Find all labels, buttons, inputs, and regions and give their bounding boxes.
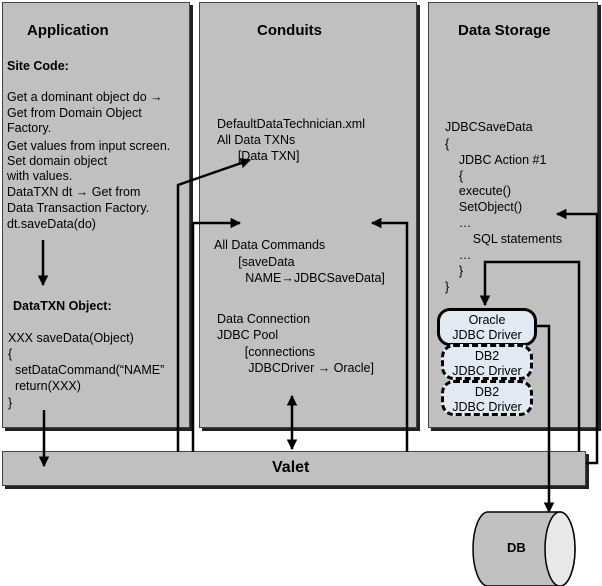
application-panel: [2, 2, 190, 428]
storage-code-line: }: [445, 264, 464, 278]
arrow-oracle-to-db: [537, 324, 555, 514]
arrow-valet-to-datatxn: [176, 158, 251, 452]
db2-driver-box: DB2 JDBC Driver: [441, 344, 533, 380]
storage-code-line: SQL statements: [445, 232, 562, 246]
site-code-line: Data Transaction Factory.: [7, 201, 150, 215]
driver-name: Oracle: [468, 313, 506, 327]
storage-code-line: JDBCSaveData: [445, 120, 533, 134]
application-title: Application: [27, 22, 109, 39]
driver-type: JDBC Driver: [452, 400, 522, 414]
conduit-conn-line: JDBCDriver → Oracle]: [217, 361, 374, 375]
storage-code-line: execute(): [445, 184, 511, 198]
valet-label: Valet: [272, 459, 310, 476]
datatxn-line: XXX saveData(Object): [8, 331, 134, 345]
site-code-line: dt.saveData(do): [7, 217, 96, 231]
driver-name: DB2: [474, 349, 500, 363]
oracle-driver-box: Oracle JDBC Driver: [437, 308, 537, 346]
datatxn-line: {: [8, 347, 13, 361]
valet-bar: [2, 451, 586, 486]
site-code-line: with values.: [7, 169, 73, 183]
storage-code-line: {: [445, 169, 464, 183]
datatxn-line: }: [8, 396, 13, 410]
site-code-heading: Site Code:: [7, 59, 69, 73]
arrow-valet-to-storage: [555, 208, 599, 465]
driver-type: JDBC Driver: [452, 328, 522, 342]
conduit-conn-line: [connections: [217, 345, 315, 359]
db2-driver-box: DB2 JDBC Driver: [441, 380, 533, 416]
site-code-line: DataTXN dt → Get from: [7, 185, 141, 199]
conduit-conn-line: Data Connection: [217, 312, 311, 326]
datatxn-line: setDataCommand(“NAME”: [8, 363, 165, 377]
site-code-line: Set domain object: [7, 154, 108, 168]
storage-code-line: }: [445, 280, 450, 294]
storage-code-line: …: [445, 216, 472, 230]
conduit-cmd-line: [saveData: [214, 255, 295, 269]
conduit-txn-line: DefaultDataTechnician.xml: [217, 117, 365, 131]
database-cylinder: [472, 511, 576, 586]
conduit-conn-line: JDBC Pool: [217, 328, 279, 342]
datatxn-heading: DataTXN Object:: [13, 299, 112, 313]
site-code-line: Get values from input screen.: [7, 139, 171, 153]
site-code-line: Factory.: [7, 121, 52, 135]
arrow-valet-to-conduits-right: [370, 217, 409, 452]
arrow-valet-to-commands: [191, 217, 242, 452]
conduit-txn-line: All Data TXNs: [217, 133, 296, 147]
site-code-line: Get a dominant object do →: [7, 90, 163, 104]
datatxn-line: return(XXX): [8, 379, 81, 393]
conduit-cmd-line: All Data Commands: [214, 238, 326, 252]
data-storage-title: Data Storage: [458, 22, 551, 39]
conduits-panel: [199, 2, 417, 428]
storage-code-line: JDBC Action #1: [445, 153, 547, 167]
driver-type: JDBC Driver: [452, 364, 522, 378]
conduits-title: Conduits: [257, 22, 322, 39]
storage-code-line: SetObject(): [445, 200, 523, 214]
db-label: DB: [507, 540, 526, 555]
conduit-cmd-line: NAME→JDBCSaveData]: [214, 271, 385, 285]
site-code-line: Get from Domain Object: [7, 106, 142, 120]
driver-name: DB2: [474, 385, 500, 399]
arrow-valet-to-oracle: [479, 260, 581, 452]
storage-code-line: …: [445, 248, 472, 262]
storage-code-line: {: [445, 137, 450, 151]
